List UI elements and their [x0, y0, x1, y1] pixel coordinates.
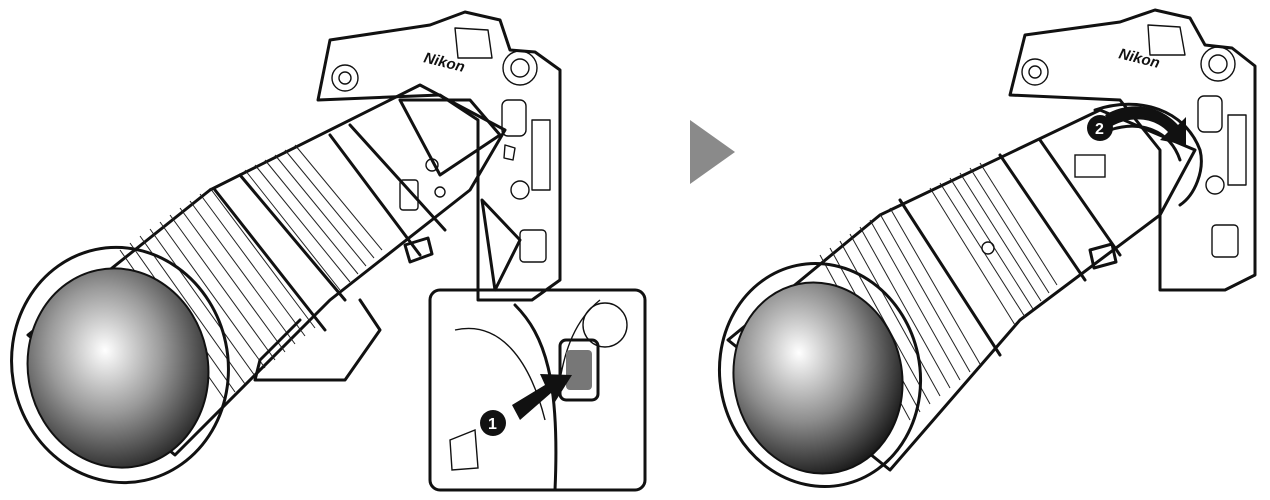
step-1-number: 1: [488, 416, 497, 433]
right-front-lens-glass: [732, 281, 904, 475]
right-focus-ring: [819, 162, 1058, 421]
left-camera-body: Nikon: [316, 10, 562, 302]
next-step-arrow-icon: [690, 120, 735, 184]
left-front-lens-glass: [26, 267, 210, 469]
step1-inset: 1: [428, 198, 647, 492]
lens-release-button: [558, 338, 600, 402]
rotate-arrow-icon: [1105, 106, 1186, 145]
right-camera-body: Nikon: [1008, 8, 1257, 292]
inset-frame: [428, 288, 647, 492]
left-telephoto-lens: [10, 83, 507, 485]
push-arrow-icon: [512, 374, 572, 420]
step-2-badge: [1087, 115, 1113, 141]
right-telephoto-lens: 2: [717, 102, 1203, 489]
step-2-number: 2: [1095, 121, 1104, 138]
step-1-badge: [480, 410, 506, 436]
